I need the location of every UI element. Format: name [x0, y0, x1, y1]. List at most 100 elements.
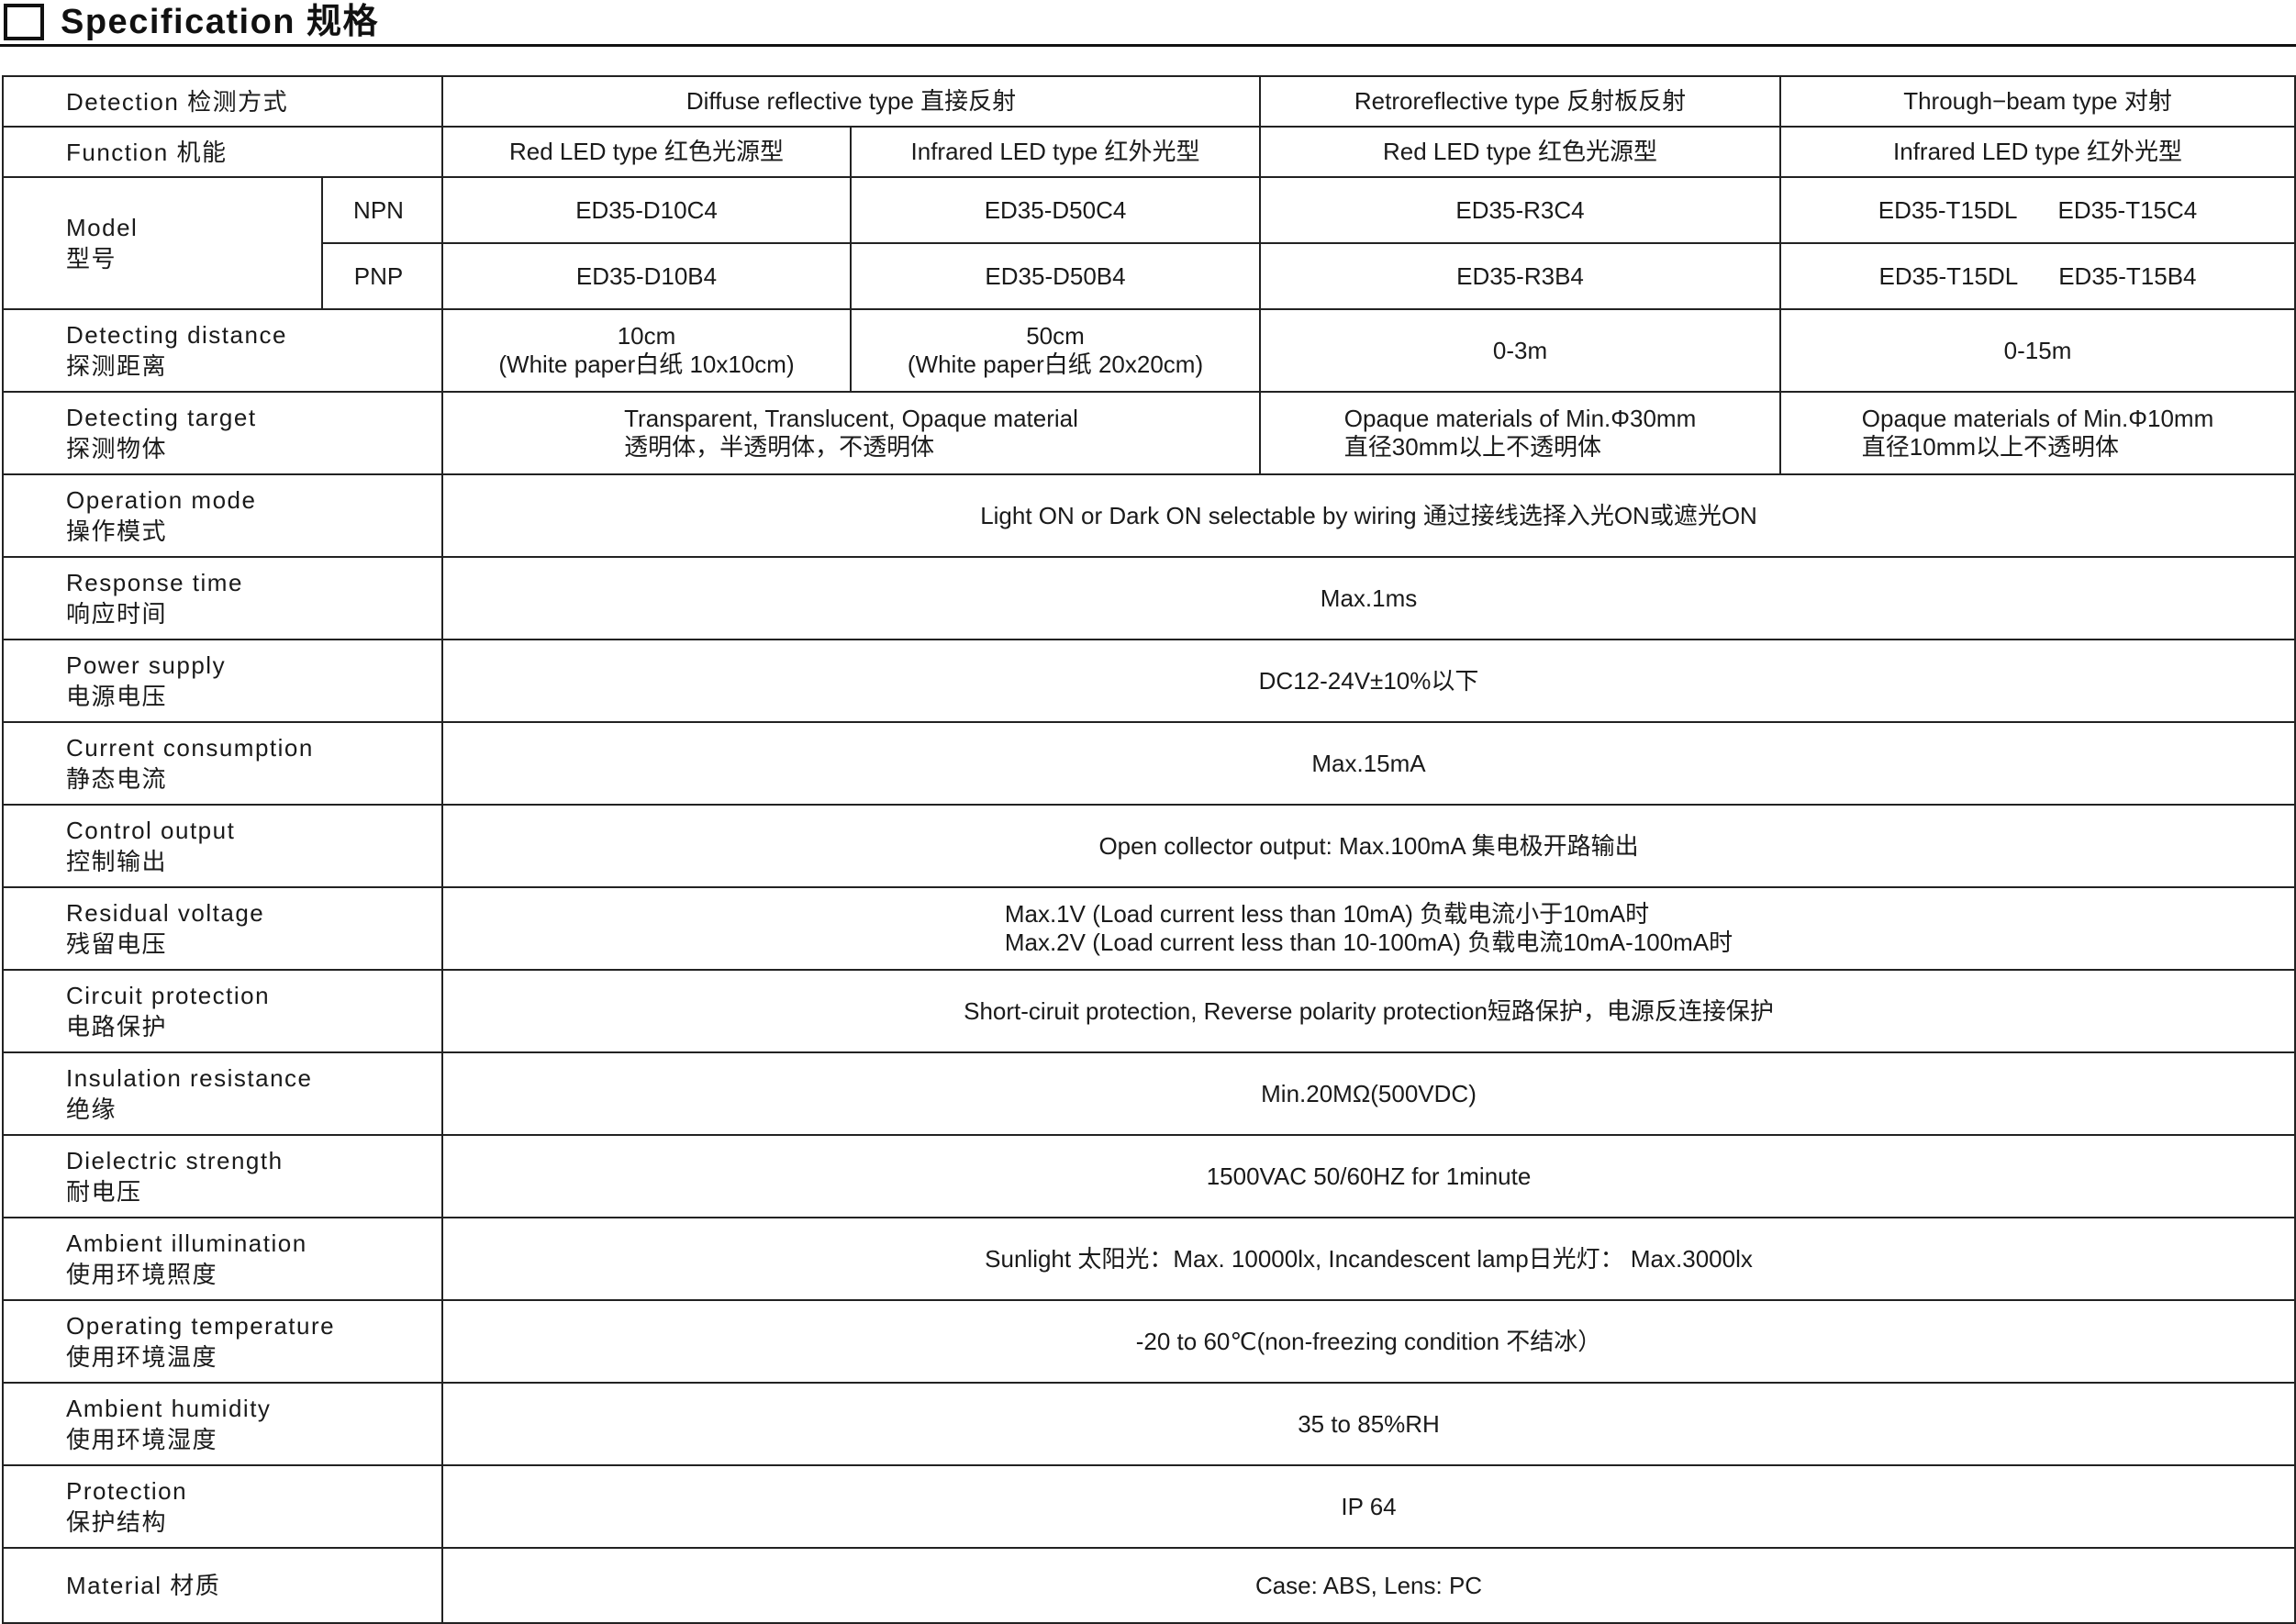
- title-bar: Specification 规格: [0, 0, 2296, 48]
- spec-label-en: Dielectric strength: [66, 1147, 284, 1174]
- spec-label-zh: 使用环境温度: [66, 1343, 218, 1371]
- spec-label-en: Power supply: [66, 651, 227, 679]
- spec-label-en: Protection: [66, 1477, 188, 1505]
- spec-value: Max.1V (Load current less than 10mA) 负载电…: [441, 886, 2296, 971]
- model-cell: ED35-T15B4: [2058, 261, 2197, 290]
- spec-row: Insulation resistance 绝缘 Min.20MΩ(500VDC): [1, 1051, 2296, 1136]
- target-label: Detecting target 探测物体: [1, 391, 444, 475]
- target-diffuse-line1: Transparent, Translucent, Opaque materia…: [624, 405, 1078, 432]
- spec-row: Residual voltage 残留电压 Max.1V (Load curren…: [1, 886, 2296, 971]
- spec-row: Current consumption 静态电流 Max.15mA: [1, 721, 2296, 806]
- distance-label-en: Detecting distance: [66, 321, 287, 349]
- distance-d10-line1: 10cm: [617, 322, 676, 350]
- specification-table: Detection 检测方式 Diffuse reflective type 直…: [1, 75, 2296, 1624]
- model-label-en: Model: [66, 214, 139, 241]
- target-row: Detecting target 探测物体 Transparent, Trans…: [1, 391, 2296, 475]
- spec-label: Current consumption 静态电流: [1, 721, 444, 806]
- spec-label-en: Residual voltage: [66, 899, 265, 927]
- function-row: Function 机能 Red LED type 红色光源型 Infrared …: [1, 126, 2296, 178]
- spec-label-zh: 残留电压: [66, 930, 168, 958]
- distance-row: Detecting distance 探测距离 10cm (White pape…: [1, 308, 2296, 393]
- function-ir-2: Infrared LED type 红外光型: [1779, 126, 2296, 178]
- spec-value: Sunlight 太阳光：Max. 10000lx, Incandescent …: [441, 1217, 2296, 1301]
- model-label-zh: 型号: [66, 245, 117, 273]
- page-title: Specification 规格: [61, 3, 380, 41]
- target-label-en: Detecting target: [66, 404, 257, 431]
- spec-label-zh: 静态电流: [66, 765, 168, 793]
- spec-label-zh: 使用环境湿度: [66, 1426, 218, 1453]
- spec-label-en: Current consumption: [66, 734, 314, 762]
- target-through-line2: 直径10mm以上不透明体: [1861, 433, 2120, 461]
- detection-row: Detection 检测方式 Diffuse reflective type 直…: [1, 75, 2296, 128]
- spec-label-en: Control output: [66, 817, 236, 844]
- model-cell: ED35-R3C4: [1259, 176, 1782, 244]
- spec-value-line1: Max.1V (Load current less than 10mA) 负载电…: [1004, 900, 1650, 928]
- model-cell: ED35-D10B4: [441, 242, 853, 310]
- target-retro: Opaque materials of Min.Φ30mm 直径30mm以上不透…: [1259, 391, 1782, 475]
- spec-value: -20 to 60℃(non-freezing condition 不结冰）: [441, 1299, 2296, 1384]
- model-cell: ED35-D50B4: [850, 242, 1262, 310]
- spec-label-en: Insulation resistance: [66, 1064, 313, 1092]
- retro-header: Retroreflective type 反射板反射: [1259, 75, 1782, 128]
- spec-row: Material 材质 Case: ABS, Lens: PC: [1, 1547, 2296, 1624]
- spec-label-en: Circuit protection: [66, 982, 271, 1009]
- spec-value: Open collector output: Max.100mA 集电极开路输出: [441, 804, 2296, 888]
- model-cell: ED35-T15DL: [1878, 261, 2019, 290]
- distance-through: 0-15m: [1779, 308, 2296, 393]
- model-cell-pair: ED35-T15DL ED35-T15B4: [1779, 242, 2296, 310]
- npn-label: NPN: [320, 176, 444, 244]
- spec-value: Min.20MΩ(500VDC): [441, 1051, 2296, 1136]
- spec-label-zh: 操作模式: [66, 517, 168, 545]
- detection-label: Detection 检测方式: [1, 75, 444, 128]
- through-header: Through−beam type 对射: [1779, 75, 2296, 128]
- spec-label-en: Response time: [66, 569, 243, 596]
- distance-label-zh: 探测距离: [66, 352, 168, 380]
- spec-label: Ambient humidity 使用环境湿度: [1, 1382, 444, 1466]
- target-retro-line1: Opaque materials of Min.Φ30mm: [1343, 405, 1697, 432]
- diffuse-header: Diffuse reflective type 直接反射: [441, 75, 1262, 128]
- target-through: Opaque materials of Min.Φ10mm 直径10mm以上不透…: [1779, 391, 2296, 475]
- spec-label: Response time 响应时间: [1, 556, 444, 640]
- spec-label-zh: 材质: [170, 1572, 221, 1599]
- distance-d50-line2: (White paper白纸 20x20cm): [907, 350, 1204, 378]
- spec-value: Max.15mA: [441, 721, 2296, 806]
- spec-value: 35 to 85%RH: [441, 1382, 2296, 1466]
- distance-d10: 10cm (White paper白纸 10x10cm): [441, 308, 853, 393]
- model-pnp-row: PNP ED35-D10B4 ED35-D50B4 ED35-R3B4 ED35…: [3, 242, 2296, 310]
- spec-value: Max.1ms: [441, 556, 2296, 640]
- spec-label-zh: 耐电压: [66, 1178, 142, 1206]
- spec-label-zh: 响应时间: [66, 600, 168, 628]
- spec-value: 1500VAC 50/60HZ for 1minute: [441, 1134, 2296, 1218]
- model-cell: ED35-D10C4: [441, 176, 853, 244]
- target-retro-line2: 直径30mm以上不透明体: [1343, 433, 1602, 461]
- function-ir-1: Infrared LED type 红外光型: [850, 126, 1262, 178]
- spec-value: DC12-24V±10%以下: [441, 639, 2296, 723]
- spec-value: IP 64: [441, 1464, 2296, 1549]
- distance-retro: 0-3m: [1259, 308, 1782, 393]
- function-label: Function 机能: [1, 126, 444, 178]
- spec-label-zh: 绝缘: [66, 1096, 117, 1123]
- function-red-1: Red LED type 红色光源型: [441, 126, 853, 178]
- spec-value: Case: ABS, Lens: PC: [441, 1547, 2296, 1624]
- title-checkbox-icon: [4, 4, 44, 40]
- spec-label-en: Ambient humidity: [66, 1395, 272, 1422]
- function-red-2: Red LED type 红色光源型: [1259, 126, 1782, 178]
- spec-value: Light ON or Dark ON selectable by wiring…: [441, 473, 2296, 558]
- model-label: Model 型号: [2, 176, 323, 310]
- spec-row: Response time 响应时间 Max.1ms: [1, 556, 2296, 640]
- spec-label: Residual voltage 残留电压: [1, 886, 444, 971]
- spec-value-line2: Max.2V (Load current less than 10-100mA)…: [1004, 929, 1733, 956]
- model-cell: ED35-D50C4: [850, 176, 1262, 244]
- spec-label: Material 材质: [1, 1547, 444, 1624]
- spec-label-en: Material: [66, 1572, 162, 1599]
